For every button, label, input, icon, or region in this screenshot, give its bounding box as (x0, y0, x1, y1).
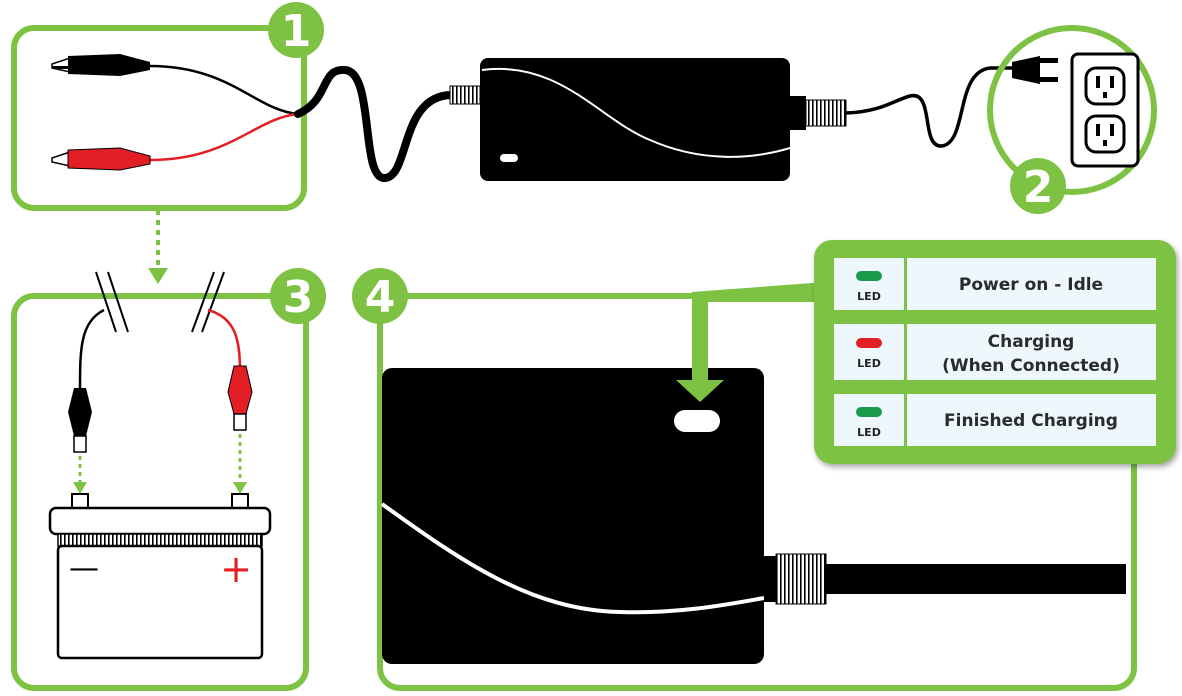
battery-black-clamp-icon (68, 388, 92, 453)
step-3-frame (11, 293, 309, 691)
led-label: LED (857, 290, 881, 303)
led-label: LED (857, 357, 881, 370)
charger-closeup-led-icon (674, 410, 720, 432)
charger-body (480, 58, 790, 181)
charger-swoosh (481, 67, 791, 158)
step-4-panel: LED Power on - Idle LED Charging (When C… (352, 240, 1176, 691)
led-indicator-icon (856, 271, 882, 281)
charger-closeup-body (382, 368, 764, 664)
led-callout-pointer (676, 282, 826, 402)
step-2-frame (987, 25, 1157, 195)
step-3-badge (270, 268, 326, 324)
step-4-number: 4 (365, 272, 396, 323)
led-swatch-cell (834, 258, 904, 310)
ac-strain-relief (805, 99, 847, 127)
wire-break-icon (95, 271, 225, 333)
led-legend-row: LED Power on - Idle (834, 258, 1156, 310)
step-1-badge (268, 2, 324, 58)
led-swatch-cell (834, 394, 904, 446)
step-1-panel: 1 (11, 2, 324, 211)
negative-terminal-symbol: — (69, 551, 99, 586)
red-lead-wire (149, 112, 299, 162)
step-1-number: 1 (281, 6, 312, 57)
closeup-cable-boot (764, 556, 776, 602)
led-status-subtext: (When Connected) (942, 356, 1120, 376)
ac-cable-boot (790, 96, 806, 130)
led-status-cell (907, 324, 1156, 380)
closeup-strain-relief (775, 553, 827, 605)
battery-icon (48, 493, 272, 660)
step-4-badge (352, 268, 408, 324)
led-indicator-icon (856, 407, 882, 417)
led-indicator-icon (856, 338, 882, 348)
led-legend-row: LED Finished Charging (834, 394, 1156, 446)
positive-connect-arrowhead (233, 482, 247, 494)
led-status-text: Power on - Idle (959, 275, 1103, 295)
battery-red-clamp-icon (227, 365, 253, 431)
dc-strain-relief (449, 85, 481, 105)
closeup-cable (826, 564, 1126, 594)
negative-connect-arrowhead (73, 482, 87, 494)
plug-icon (1012, 56, 1058, 84)
charger-closeup-swoosh (380, 502, 765, 615)
charger-top (480, 58, 791, 181)
black-clamp-icon (51, 54, 150, 76)
step-2-panel: 2 (987, 25, 1157, 214)
led-status-text: Finished Charging (944, 411, 1118, 431)
step-3-panel: — + 3 (11, 268, 326, 691)
battery-black-lead (78, 308, 105, 391)
charger-led-icon (500, 154, 518, 162)
led-status-cell (907, 258, 1156, 310)
black-lead-wire (149, 64, 299, 116)
red-clamp-icon (51, 147, 151, 171)
step-2-number: 2 (1023, 162, 1054, 213)
step-1-to-3-arrowhead (148, 268, 168, 284)
positive-terminal-symbol: + (220, 547, 252, 591)
led-status-text: Charging (988, 332, 1075, 352)
led-label: LED (857, 426, 881, 439)
ac-power-cable (845, 66, 1015, 148)
step-2-badge (1010, 158, 1066, 214)
dc-output-cable (294, 66, 456, 182)
led-swatch-cell (834, 324, 904, 380)
step-3-number: 3 (283, 272, 314, 323)
step-1-frame (11, 25, 307, 211)
led-status-cell (907, 394, 1156, 446)
wall-outlet-icon (1070, 52, 1140, 168)
led-legend-row: LED Charging (When Connected) (834, 324, 1156, 380)
battery-red-lead (207, 308, 242, 373)
